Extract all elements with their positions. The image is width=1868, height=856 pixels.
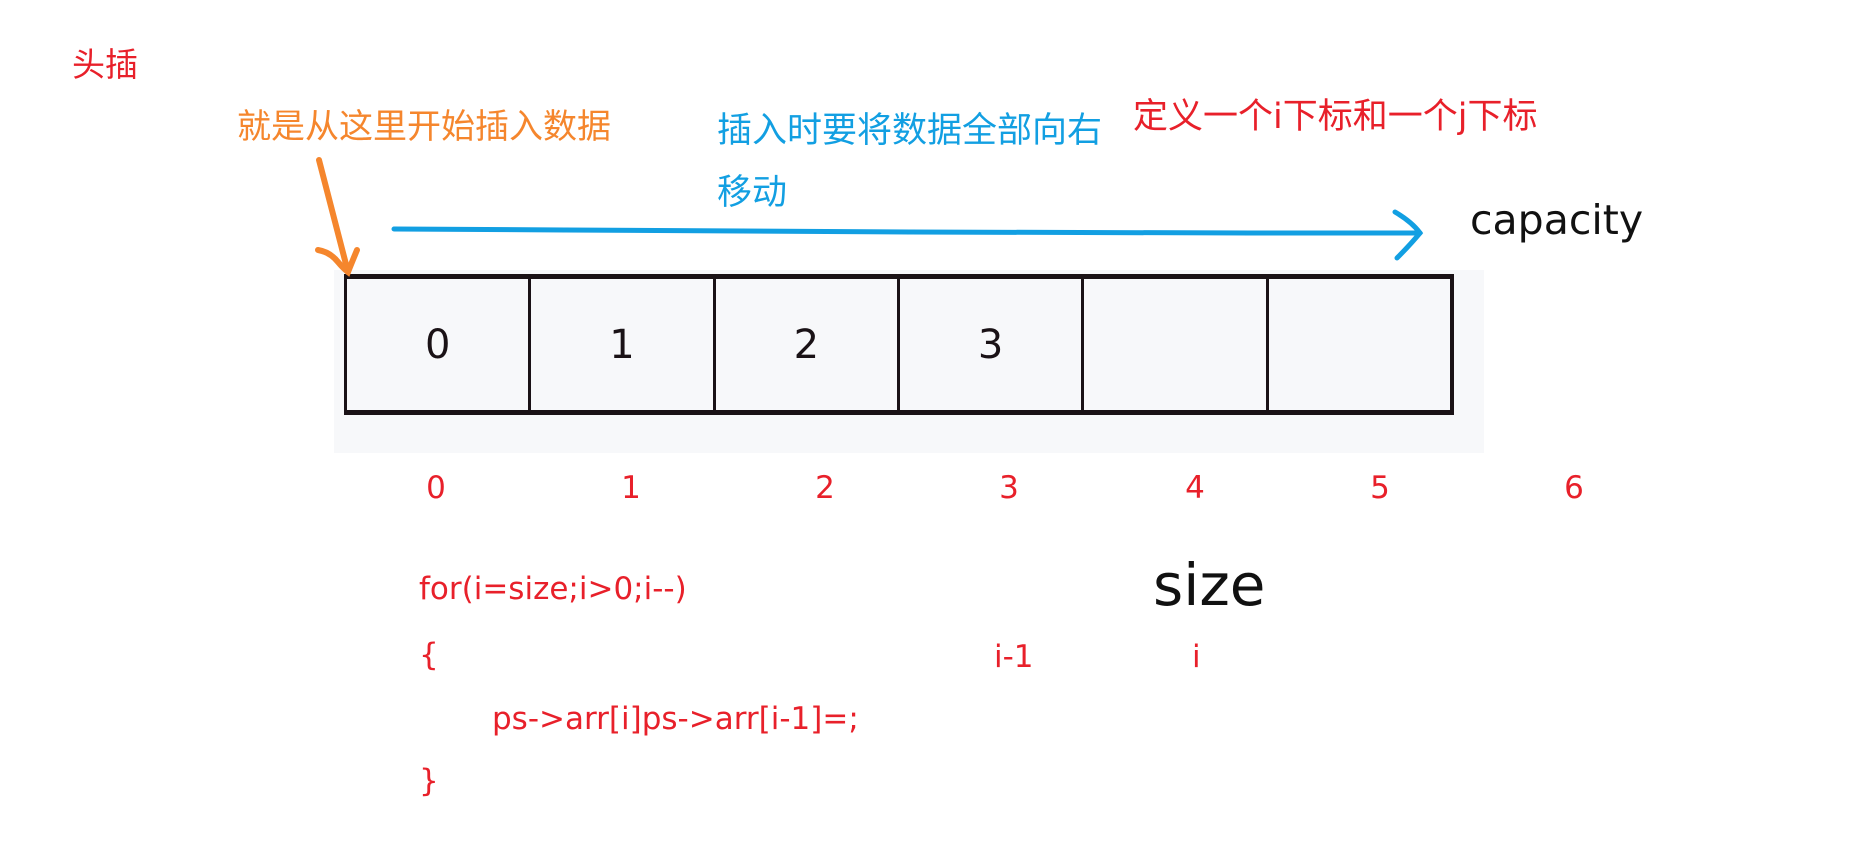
capacity-label: capacity <box>1470 196 1644 244</box>
pointer-i-minus-1: i-1 <box>994 639 1034 675</box>
code-line-body: ps->arr[i]ps->arr[i-1]=; <box>492 701 859 737</box>
array-cell-1: 1 <box>531 279 716 410</box>
index-label-2: 2 <box>815 470 835 506</box>
array-cell-0: 0 <box>347 279 532 410</box>
index-label-0: 0 <box>426 470 446 506</box>
array-cell-2: 2 <box>716 279 900 410</box>
insert-point-arrow-icon <box>315 157 360 277</box>
index-label-3: 3 <box>999 470 1019 506</box>
index-label-4: 4 <box>1185 470 1205 506</box>
code-line-close-brace: } <box>419 763 439 799</box>
size-label: size <box>1153 551 1266 619</box>
array-diagram: 0 1 2 3 <box>344 274 1454 415</box>
index-label-1: 1 <box>621 470 641 506</box>
array-background <box>334 270 1484 453</box>
array-cell-4 <box>1084 279 1269 410</box>
array-cell-3: 3 <box>900 279 1085 410</box>
code-line-open-brace: { <box>419 637 439 673</box>
code-line-for: for(i=size;i>0;i--) <box>419 571 687 607</box>
page-title: 头插 <box>72 45 138 84</box>
shift-right-note: 插入时要将数据全部向右移动 <box>717 111 1103 213</box>
index-label-6: 6 <box>1564 470 1584 506</box>
array-cell-5 <box>1269 279 1450 410</box>
insert-start-note: 就是从这里开始插入数据 <box>237 107 611 147</box>
pointer-i: i <box>1192 639 1201 675</box>
index-label-5: 5 <box>1370 470 1390 506</box>
define-indices-note: 定义一个i下标和一个j下标 <box>1133 97 1538 137</box>
